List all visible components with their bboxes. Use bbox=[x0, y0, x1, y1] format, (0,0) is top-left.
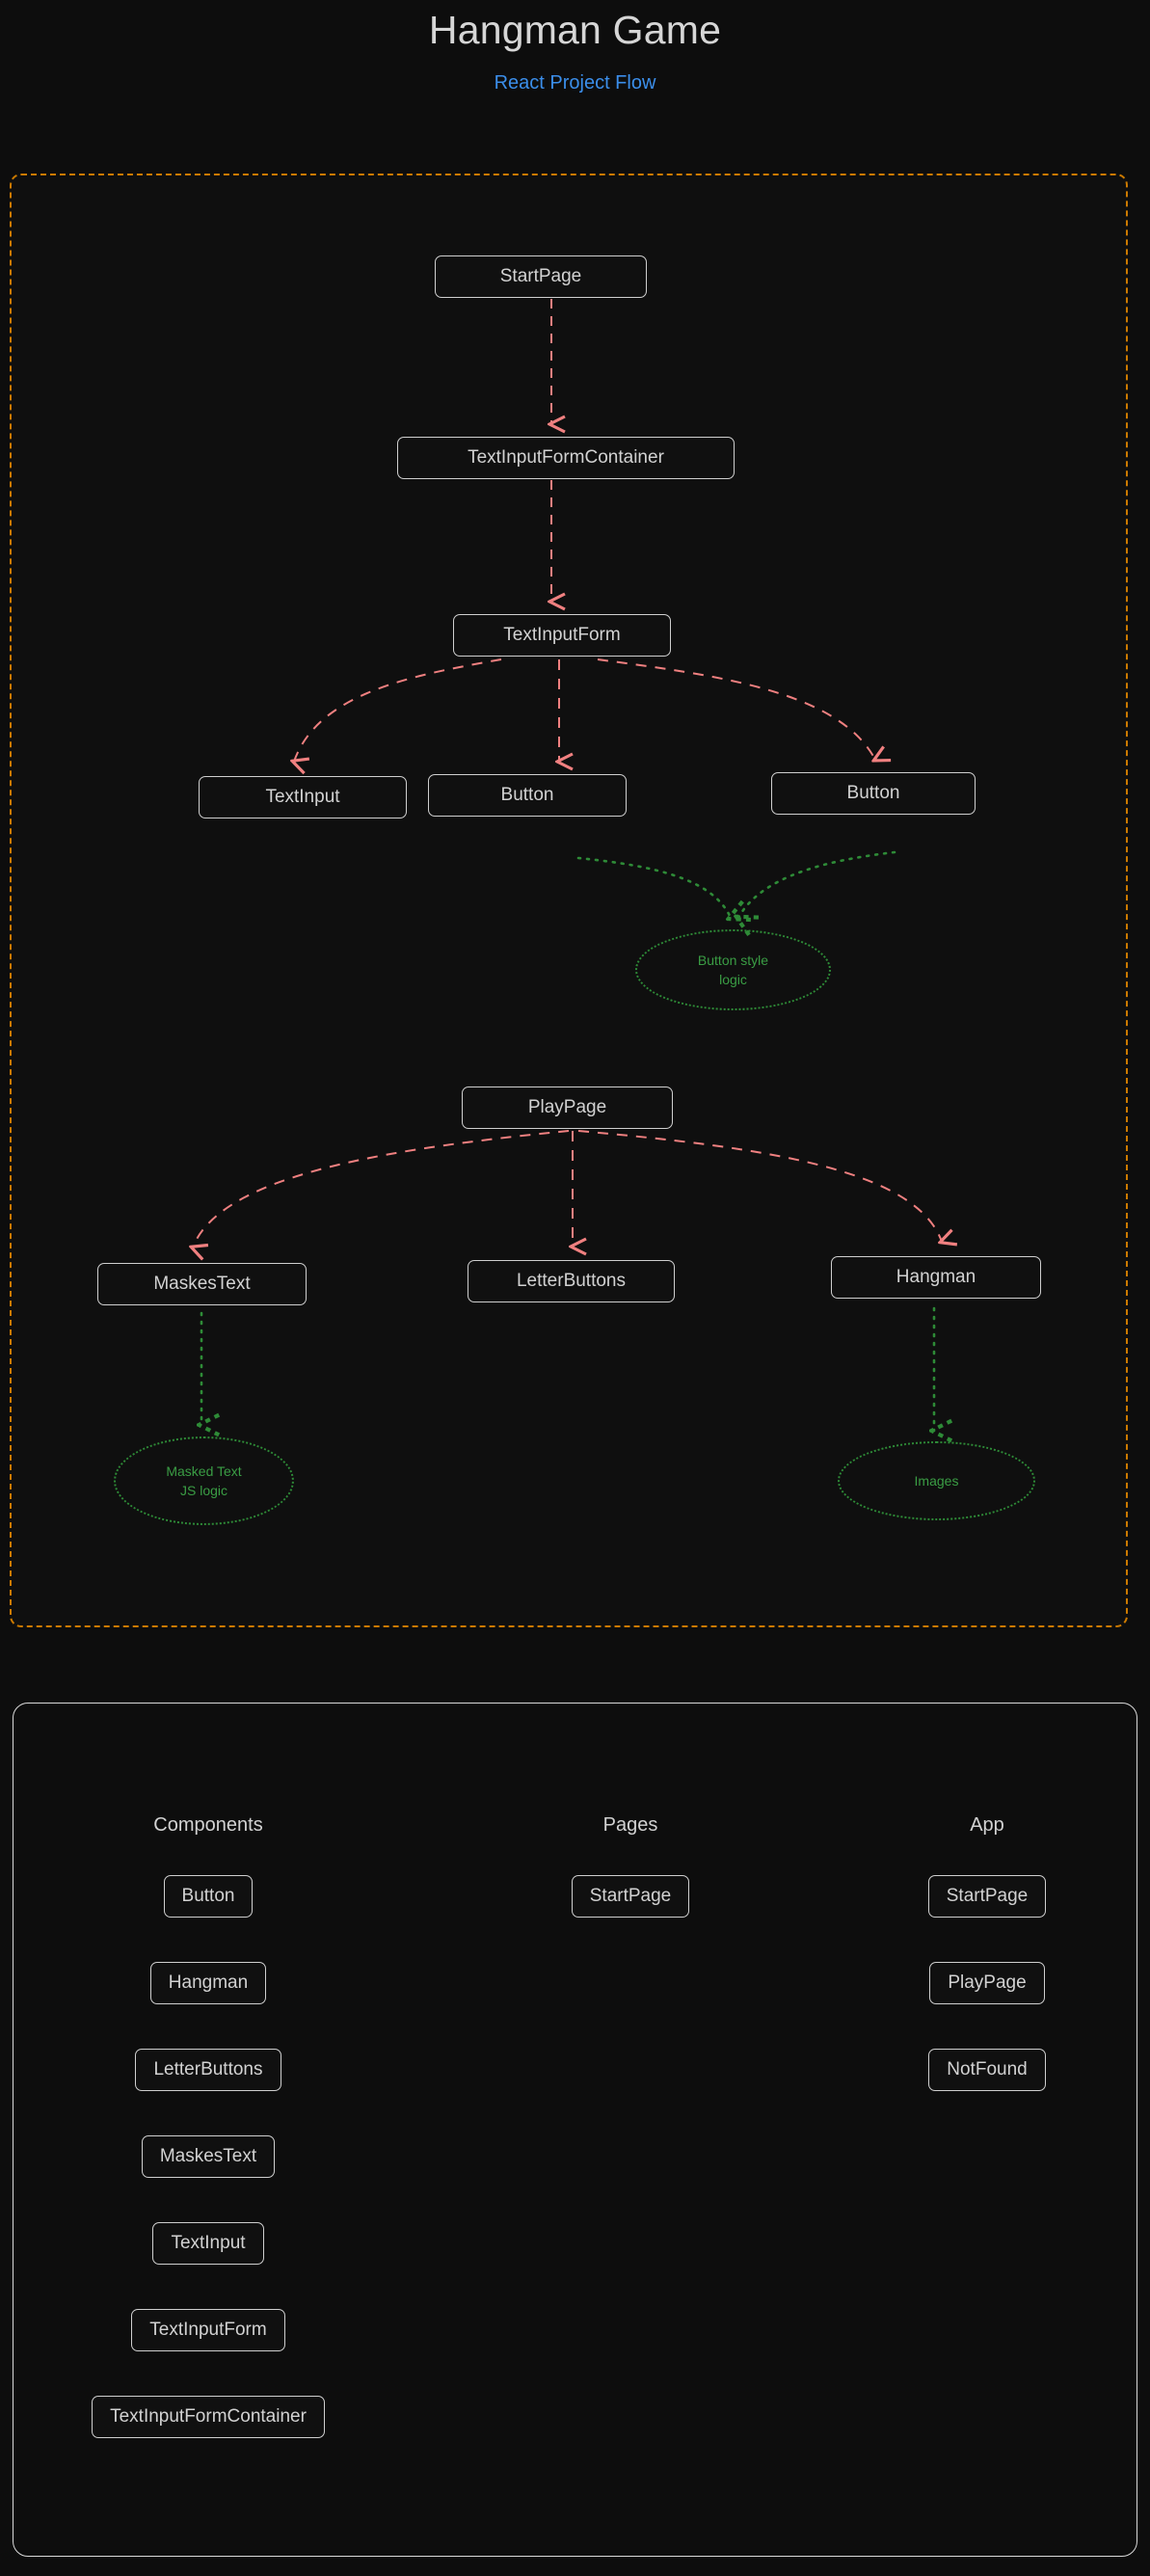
legend-item-app-playpage[interactable]: PlayPage bbox=[929, 1962, 1045, 2004]
flow-node-textinputformcontainer[interactable]: TextInputFormContainer bbox=[397, 437, 735, 479]
flow-node-maskestext[interactable]: MaskesText bbox=[97, 1263, 307, 1305]
legend-item-app-startpage[interactable]: StartPage bbox=[927, 1875, 1047, 1918]
legend-item-textinputform[interactable]: TextInputForm bbox=[131, 2309, 285, 2351]
flow-node-letterbuttons[interactable]: LetterButtons bbox=[468, 1260, 675, 1302]
page-subtitle: React Project Flow bbox=[494, 72, 656, 94]
flow-node-button-left[interactable]: Button bbox=[428, 774, 627, 817]
flow-node-hangman[interactable]: Hangman bbox=[831, 1256, 1041, 1299]
legend-title-pages: Pages bbox=[602, 1814, 658, 1836]
legend-column-components: Components Button Hangman LetterButtons … bbox=[92, 1814, 325, 2482]
legend-title-components: Components bbox=[153, 1814, 263, 1836]
logic-ellipse-button-style-logic[interactable]: Button style logic bbox=[635, 929, 831, 1010]
logic-ellipse-masked-text-js-logic[interactable]: Masked Text JS logic bbox=[114, 1436, 294, 1525]
legend-item-button[interactable]: Button bbox=[163, 1875, 254, 1918]
flow-node-textinputform[interactable]: TextInputForm bbox=[453, 614, 671, 657]
legend-item-textinputformcontainer[interactable]: TextInputFormContainer bbox=[92, 2396, 325, 2438]
page-title: Hangman Game bbox=[428, 8, 722, 52]
flow-node-startpage[interactable]: StartPage bbox=[435, 255, 647, 298]
flow-node-textinput[interactable]: TextInput bbox=[199, 776, 407, 818]
legend-item-textinput[interactable]: TextInput bbox=[152, 2222, 264, 2265]
legend-column-app: App StartPage PlayPage NotFound bbox=[881, 1814, 1093, 2135]
legend-column-pages: Pages StartPage bbox=[524, 1814, 736, 1962]
flow-node-playpage[interactable]: PlayPage bbox=[462, 1087, 673, 1129]
legend-item-letterbuttons[interactable]: LetterButtons bbox=[135, 2049, 281, 2091]
logic-ellipse-images[interactable]: Images bbox=[838, 1441, 1035, 1520]
flow-node-button-right[interactable]: Button bbox=[771, 772, 976, 815]
legend-item-maskestext[interactable]: MaskesText bbox=[141, 2135, 276, 2178]
legend-item-pages-startpage[interactable]: StartPage bbox=[571, 1875, 690, 1918]
flow-diagram-panel bbox=[10, 174, 1128, 1627]
legend-item-app-notfound[interactable]: NotFound bbox=[928, 2049, 1046, 2091]
legend-item-hangman[interactable]: Hangman bbox=[149, 1962, 267, 2004]
legend-panel: Components Button Hangman LetterButtons … bbox=[13, 1703, 1137, 2557]
legend-title-app: App bbox=[970, 1814, 1004, 1836]
